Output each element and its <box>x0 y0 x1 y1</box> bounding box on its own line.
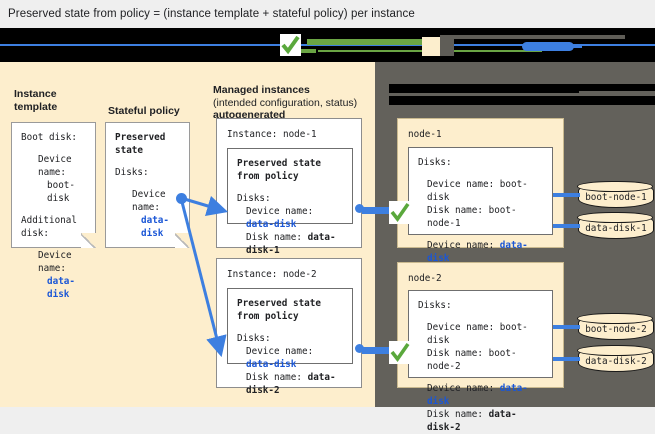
heading-instance-template-line1: Instance <box>14 88 57 100</box>
n2-data-device-value: data-disk <box>427 383 528 407</box>
mi2-disk-value: data-disk-2 <box>246 372 336 396</box>
n1-boot-disk-value: boot-node-1 <box>427 205 517 229</box>
heading-managed-instances-line2: (intended configuration, status) <box>213 96 358 109</box>
it-boot-disk-label: Boot disk: <box>21 132 77 143</box>
managed-instance-node-2-title: Instance: node-2 <box>227 269 317 280</box>
n2-data-disk-label: Disk name: <box>427 409 483 420</box>
mi1-disk-value: data-disk-1 <box>246 232 336 256</box>
green-check-icon-node-2 <box>389 341 411 364</box>
connector-line-node-2 <box>362 347 390 354</box>
legend-gray-swatch <box>440 37 454 56</box>
legend-strip-redacted <box>0 28 655 62</box>
mi2-device-value: data-disk <box>246 359 297 370</box>
n2-boot-device-label: Device name: <box>427 322 495 333</box>
it-data-device-label: Device name: <box>38 250 72 274</box>
disk-cylinder-boot-node-2: boot-node-2 <box>577 313 654 340</box>
connector-node2-data <box>553 357 580 361</box>
stateful-policy-note: Preserved state Disks: Device name: data… <box>105 122 190 248</box>
heading-managed-instances-line1: Managed instances <box>213 84 310 96</box>
n2-data-device-label: Device name: <box>427 383 495 394</box>
n1-disks-label: Disks: <box>418 157 452 168</box>
node-1-title: node-1 <box>408 129 442 140</box>
mi2-disk-label: Disk name: <box>246 372 302 383</box>
n1-data-device-label: Device name: <box>427 240 495 251</box>
n1-data-device-value: data-disk <box>427 240 528 264</box>
redacted-bar-3 <box>574 84 655 91</box>
connector-line-node-1 <box>362 207 390 214</box>
green-check-icon-node-1 <box>389 201 411 224</box>
n1-boot-disk-label: Disk name: <box>427 205 483 216</box>
managed-instance-node-2-preserved-state: Preserved state from policy Disks: Devic… <box>227 288 353 396</box>
disk-cylinder-boot-node-1-label: boot-node-1 <box>585 192 647 203</box>
mi1-device-label: Device name: <box>246 206 314 217</box>
mi1-device-value: data-disk <box>246 219 297 230</box>
n1-boot-device-label: Device name: <box>427 179 495 190</box>
legend-gray-rule <box>440 35 625 39</box>
mi1-disks-label: Disks: <box>237 193 271 204</box>
disk-cylinder-data-disk-2: data-disk-2 <box>577 345 654 372</box>
node-2-disks-box: Disks: Device name: boot-disk Disk name:… <box>408 290 553 433</box>
sp-preserved-label: Preserved <box>115 132 166 143</box>
node-1-disks-box: Disks: Device name: boot-disk Disk name:… <box>408 147 553 290</box>
heading-stateful-policy-line1: Stateful policy <box>108 105 180 117</box>
caption-bar: Preserved state from policy = (instance … <box>0 0 655 28</box>
it-boot-device-value: boot-disk <box>47 180 75 204</box>
redacted-bar-1 <box>389 84 579 93</box>
sp-device-value: data-disk <box>141 215 169 239</box>
caption-text: Preserved state from policy = (instance … <box>8 8 415 20</box>
disk-cylinder-data-disk-1: data-disk-1 <box>577 212 654 239</box>
legend-blue-pill <box>522 42 574 51</box>
mi2-h2: from policy <box>237 311 299 322</box>
disk-cylinder-boot-node-1: boot-node-1 <box>577 181 654 208</box>
connector-node2-boot <box>553 325 580 329</box>
heading-stateful-policy: Stateful policy <box>108 105 180 118</box>
n2-boot-device-value: boot-disk <box>427 322 528 346</box>
n1-boot-device-value: boot-disk <box>427 179 528 203</box>
sp-state-label: state <box>115 145 143 156</box>
connector-node1-data <box>553 224 580 228</box>
heading-managed-instances: Managed instances (intended configuratio… <box>213 84 357 122</box>
node-2-title: node-2 <box>408 273 442 284</box>
legend-green-bar-2 <box>294 49 316 53</box>
n2-boot-disk-value: boot-node-2 <box>427 348 517 372</box>
green-check-icon <box>280 34 301 56</box>
policy-fanout-origin-dot <box>176 193 187 204</box>
heading-instance-template-line2: template <box>14 100 58 113</box>
legend-blue-rule <box>0 44 655 46</box>
mi2-h1: Preserved state <box>237 298 321 309</box>
heading-instance-template: Instance template <box>14 88 57 113</box>
redacted-bar-2 <box>389 96 655 105</box>
mi1-h1: Preserved state <box>237 158 321 169</box>
it-additional-label2: disk: <box>21 228 49 239</box>
disk-cylinder-data-disk-2-label: data-disk-2 <box>585 356 647 367</box>
sp-device-label: Device name: <box>132 189 166 213</box>
legend-tan-swatch <box>422 37 440 56</box>
legend-blue-tail <box>556 45 582 48</box>
connector-node1-boot <box>553 193 580 197</box>
note-fold-corner-icon <box>81 233 96 248</box>
mi1-h2: from policy <box>237 171 299 182</box>
n2-boot-disk-label: Disk name: <box>427 348 483 359</box>
n2-disks-label: Disks: <box>418 300 452 311</box>
instance-template-note: Boot disk: Device name: boot-disk Additi… <box>11 122 96 300</box>
legend-green-bar <box>307 39 422 45</box>
mi2-device-label: Device name: <box>246 346 314 357</box>
connector-dot-node-2 <box>355 344 364 353</box>
disk-cylinder-boot-node-2-label: boot-node-2 <box>585 324 647 335</box>
mi1-disk-label: Disk name: <box>246 232 302 243</box>
it-data-device-value: data-disk <box>47 276 75 300</box>
managed-instance-node-1-title: Instance: node-1 <box>227 129 317 140</box>
mi2-disks-label: Disks: <box>237 333 271 344</box>
sp-disks-label: Disks: <box>115 167 149 178</box>
managed-instance-node-1-preserved-state: Preserved state from policy Disks: Devic… <box>227 148 353 256</box>
it-boot-device-label: Device name: <box>38 154 72 178</box>
disk-cylinder-data-disk-1-label: data-disk-1 <box>585 223 647 234</box>
connector-dot-node-1 <box>355 204 364 213</box>
it-additional-label: Additional <box>21 215 77 226</box>
